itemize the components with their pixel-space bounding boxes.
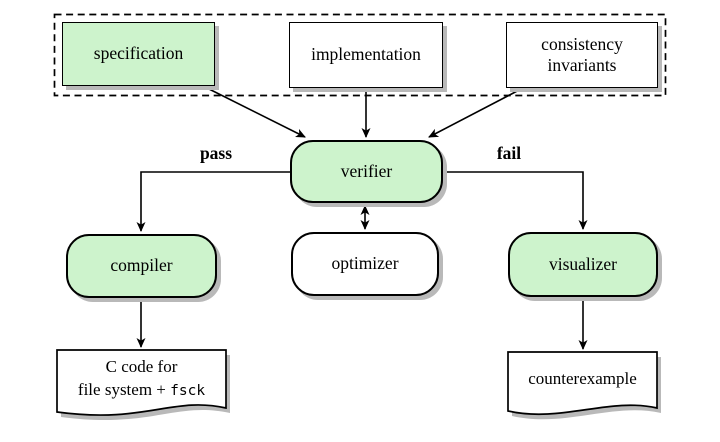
edge-verifier-fail-to-visualizer: [443, 171, 588, 230]
consistency-line2: invariants: [547, 55, 617, 75]
edge-invariants-to-verifier: [428, 87, 524, 138]
node-c-code-output: C code for file system + fsck: [57, 352, 226, 406]
edge-label-pass: pass: [199, 143, 233, 163]
visualizer-label: visualizer: [548, 253, 618, 274]
edge-verifier-pass-to-compiler: [136, 171, 290, 232]
c-code-document-shape: [56, 349, 227, 416]
inputs-group-border: [53, 13, 667, 97]
counterexample-document-shape: [507, 351, 658, 416]
node-counterexample-output: counterexample: [508, 352, 657, 406]
node-compiler: compiler: [66, 234, 217, 298]
edge-label-fail: fail: [496, 143, 522, 163]
counterexample-label: counterexample: [528, 368, 637, 388]
node-optimizer: optimizer: [291, 232, 439, 296]
node-visualizer: visualizer: [508, 232, 658, 297]
edge-specification-to-verifier: [202, 85, 306, 138]
specification-label: specification: [93, 43, 184, 64]
consistency-invariants-label: consistency invariants: [541, 34, 623, 77]
verifier-label: verifier: [340, 160, 393, 181]
node-consistency-invariants: consistency invariants: [506, 22, 658, 88]
implementation-label: implementation: [311, 44, 421, 65]
c-code-line2: file system + fsck: [78, 379, 205, 402]
compiler-label: compiler: [110, 255, 173, 276]
optimizer-label: optimizer: [331, 253, 399, 274]
node-implementation: implementation: [289, 22, 443, 88]
c-code-line2-code: fsck: [170, 383, 206, 399]
node-specification: specification: [62, 22, 215, 86]
node-verifier: verifier: [290, 140, 443, 203]
consistency-line1: consistency: [541, 33, 623, 54]
c-code-line2-text: file system +: [77, 380, 171, 399]
c-code-line1: C code for: [105, 357, 178, 377]
